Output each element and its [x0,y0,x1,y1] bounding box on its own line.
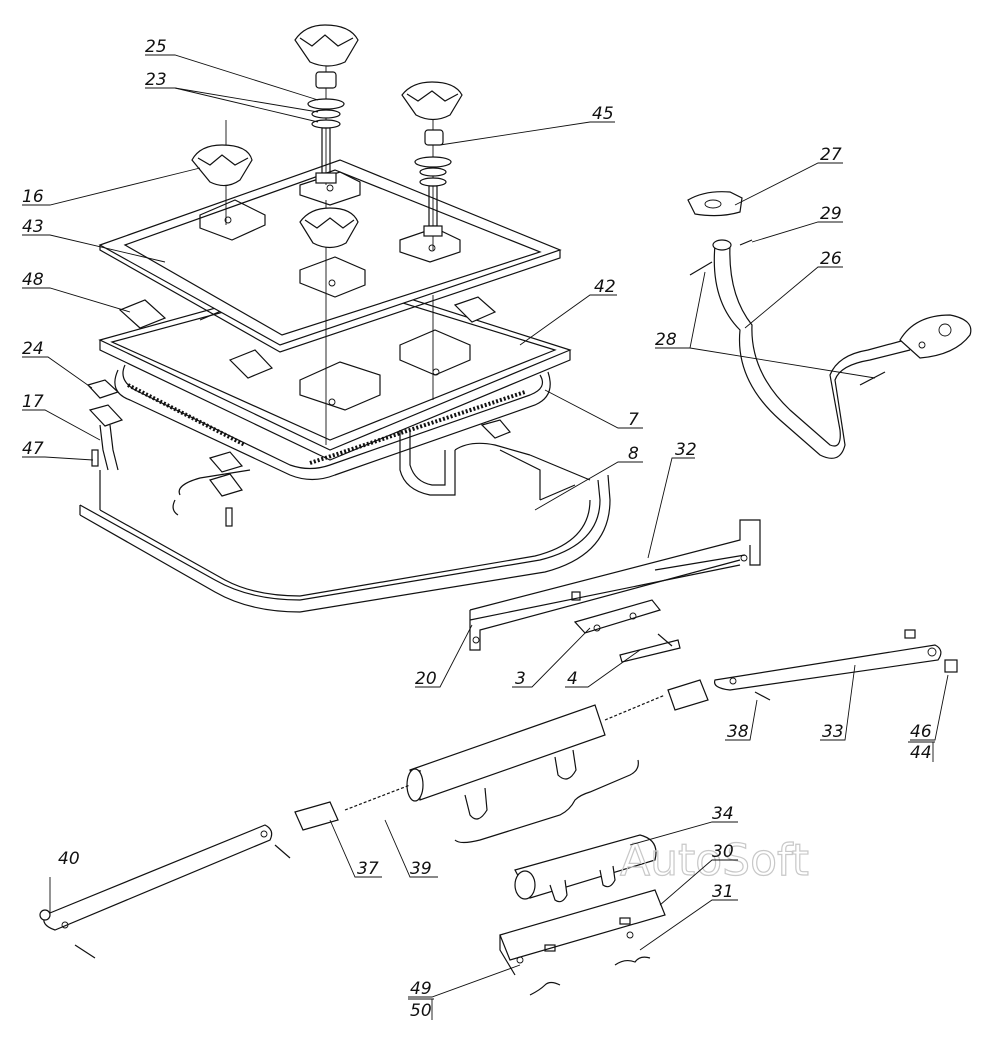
cover-panel [98,159,562,406]
plate-30 [499,889,666,976]
callout-47: 47 [22,439,44,459]
base-frame [79,430,611,613]
callout-8: 8 [628,444,639,464]
clips-31 [529,956,651,996]
seal-ring [114,364,551,481]
bracket-arm-32 [469,519,761,651]
callout-17: 17 [22,392,44,412]
callout-29: 29 [820,204,842,224]
rod-33 [713,629,958,701]
bolt-top [307,71,345,184]
callout-40: 40 [58,849,80,869]
bolt-right [414,129,452,237]
callout-37: 37 [357,859,379,879]
cylinder-34 [514,834,657,903]
callout-30: 30 [712,842,734,862]
callout-25: 25 [145,37,167,57]
callout-49: 49 [410,979,432,999]
group-brace [454,759,639,844]
knob-16 [191,144,253,187]
callout-43: 43 [22,217,44,237]
rod-40 [39,824,291,959]
spring-cylinder [294,679,709,831]
knob-center [299,207,359,249]
knob-right [401,81,463,121]
callout-24: 24 [22,339,44,359]
watermark-text: AutoSoft [620,835,809,886]
callout-38: 38 [727,722,749,742]
callout-50: 50 [410,1001,432,1021]
callout-3: 3 [515,669,526,689]
plate-3 [573,599,662,634]
callout-4: 4 [567,669,578,689]
callout-48: 48 [22,270,44,290]
knob-top [294,24,359,67]
callout-45: 45 [592,104,614,124]
callout-32: 32 [675,440,697,460]
callout-44: 44 [910,743,932,763]
callout-27: 27 [820,145,842,165]
callout-20: 20 [415,669,437,689]
leader-lines [22,54,949,998]
label-dividers [408,741,935,1020]
hinge-plates [86,296,511,527]
callout-labels: 25 23 45 16 43 48 42 24 17 47 7 8 32 27 … [22,37,932,1021]
callout-33: 33 [822,722,844,742]
callout-23: 23 [145,70,167,90]
pin-4 [619,633,681,663]
callout-7: 7 [628,410,639,430]
handle-assembly [687,191,972,459]
callout-46: 46 [910,722,932,742]
callout-34: 34 [712,804,734,824]
callout-16: 16 [22,187,44,207]
callout-28: 28 [655,330,677,350]
callout-31: 31 [712,882,734,902]
callout-26: 26 [820,249,842,269]
callout-39: 39 [410,859,432,879]
callout-42: 42 [594,277,616,297]
